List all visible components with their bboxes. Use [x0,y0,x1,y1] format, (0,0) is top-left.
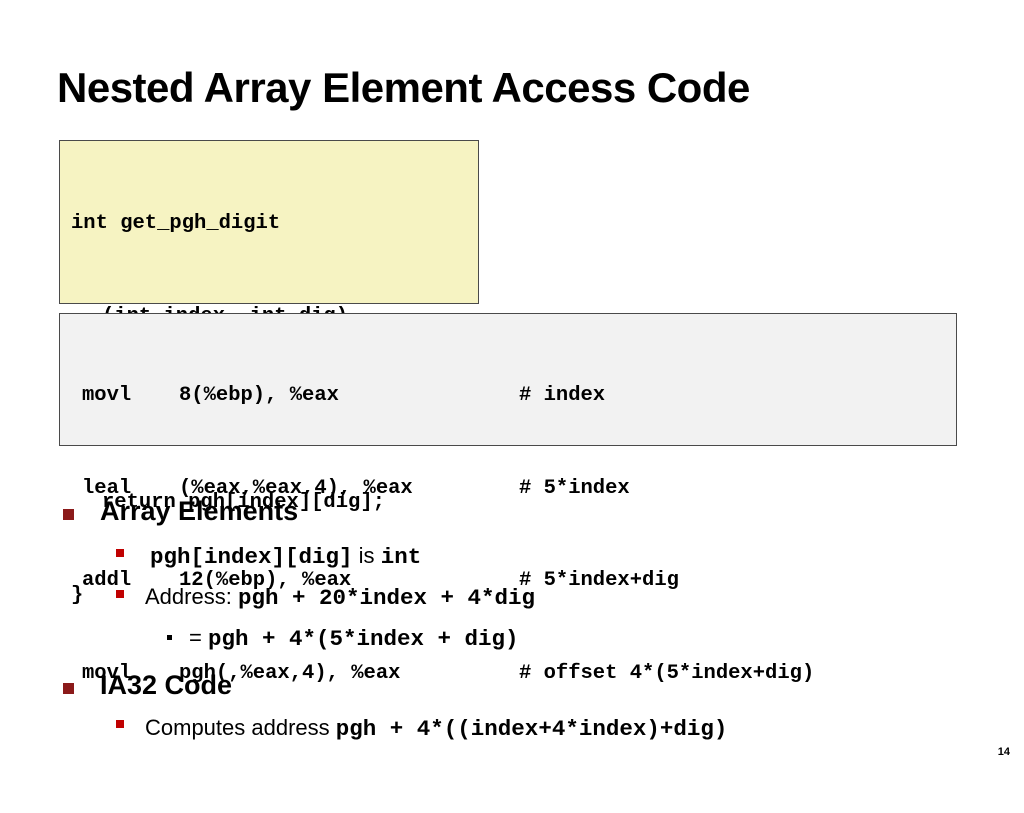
assembly-code-box: movl 8(%ebp), %eax # index leal (%eax,%e… [59,313,957,685]
c-code-line: int get_pgh_digit [71,212,281,235]
asm-opcode: movl [82,661,132,685]
bullet-item-type: pgh[index][dig] is int [150,541,421,572]
bullet-marker [116,720,124,728]
code-int: int [380,544,422,570]
bullet-marker [116,590,124,598]
asm-operands: (%eax,%eax,4), %eax [179,476,413,500]
asm-comment: # 5*index+dig [519,569,679,592]
asm-operands: 12(%ebp), %eax [179,569,352,592]
bullet-marker [116,549,124,557]
code-simplified-formula: pgh + 4*(5*index + dig) [207,626,519,652]
page-number: 14 [997,746,1010,758]
asm-comment: # 5*index [519,476,630,500]
bullet-item-computes: Computes address pgh + 4*((index+4*index… [145,713,727,744]
bullet-text: is [358,543,375,568]
bullet-item-address: Address: pgh + 20*index + 4*dig [145,582,535,613]
code-address-formula: pgh + 20*index + 4*dig [237,585,536,611]
slide-title: Nested Array Element Access Code [57,64,750,111]
asm-opcode: addl [82,569,132,592]
bullet-text: Computes address [145,715,330,740]
asm-comment: # offset 4*(5*index+dig) [519,661,815,685]
bullet-heading-ia32-code: IA32 Code [100,670,233,700]
code-pgh-index-dig: pgh[index][dig] [150,544,353,570]
asm-line: movl pgh(,%eax,4), %eax # offset 4*(5*in… [82,658,956,689]
c-code-line: } [71,584,84,607]
asm-opcode: movl [82,384,132,407]
bullet-marker [167,635,172,640]
bullet-marker [63,683,74,694]
asm-line: movl 8(%ebp), %eax # index [82,380,956,411]
asm-operands: pgh(,%eax,4), %eax [179,661,401,685]
c-code-line: return pgh[index][dig]; [102,491,385,514]
bullet-text: Address: [145,584,232,609]
bullet-heading-array-elements: Array Elements [100,496,299,526]
asm-comment: # index [519,384,606,407]
asm-line: addl 12(%ebp), %eax # 5*index+dig [82,565,956,596]
bullet-subitem-equals: = pgh + 4*(5*index + dig) [189,623,519,654]
bullet-text: = [189,625,202,650]
asm-line: leal (%eax,%eax,4), %eax # 5*index [82,473,956,504]
asm-operands: 8(%ebp), %eax [179,384,339,407]
bullet-marker [63,509,74,520]
c-code-box: int get_pgh_digit (int index, int dig) {… [59,140,479,607]
code-computed-address: pgh + 4*((index+4*index)+dig) [335,716,728,742]
asm-opcode: leal [82,476,132,500]
